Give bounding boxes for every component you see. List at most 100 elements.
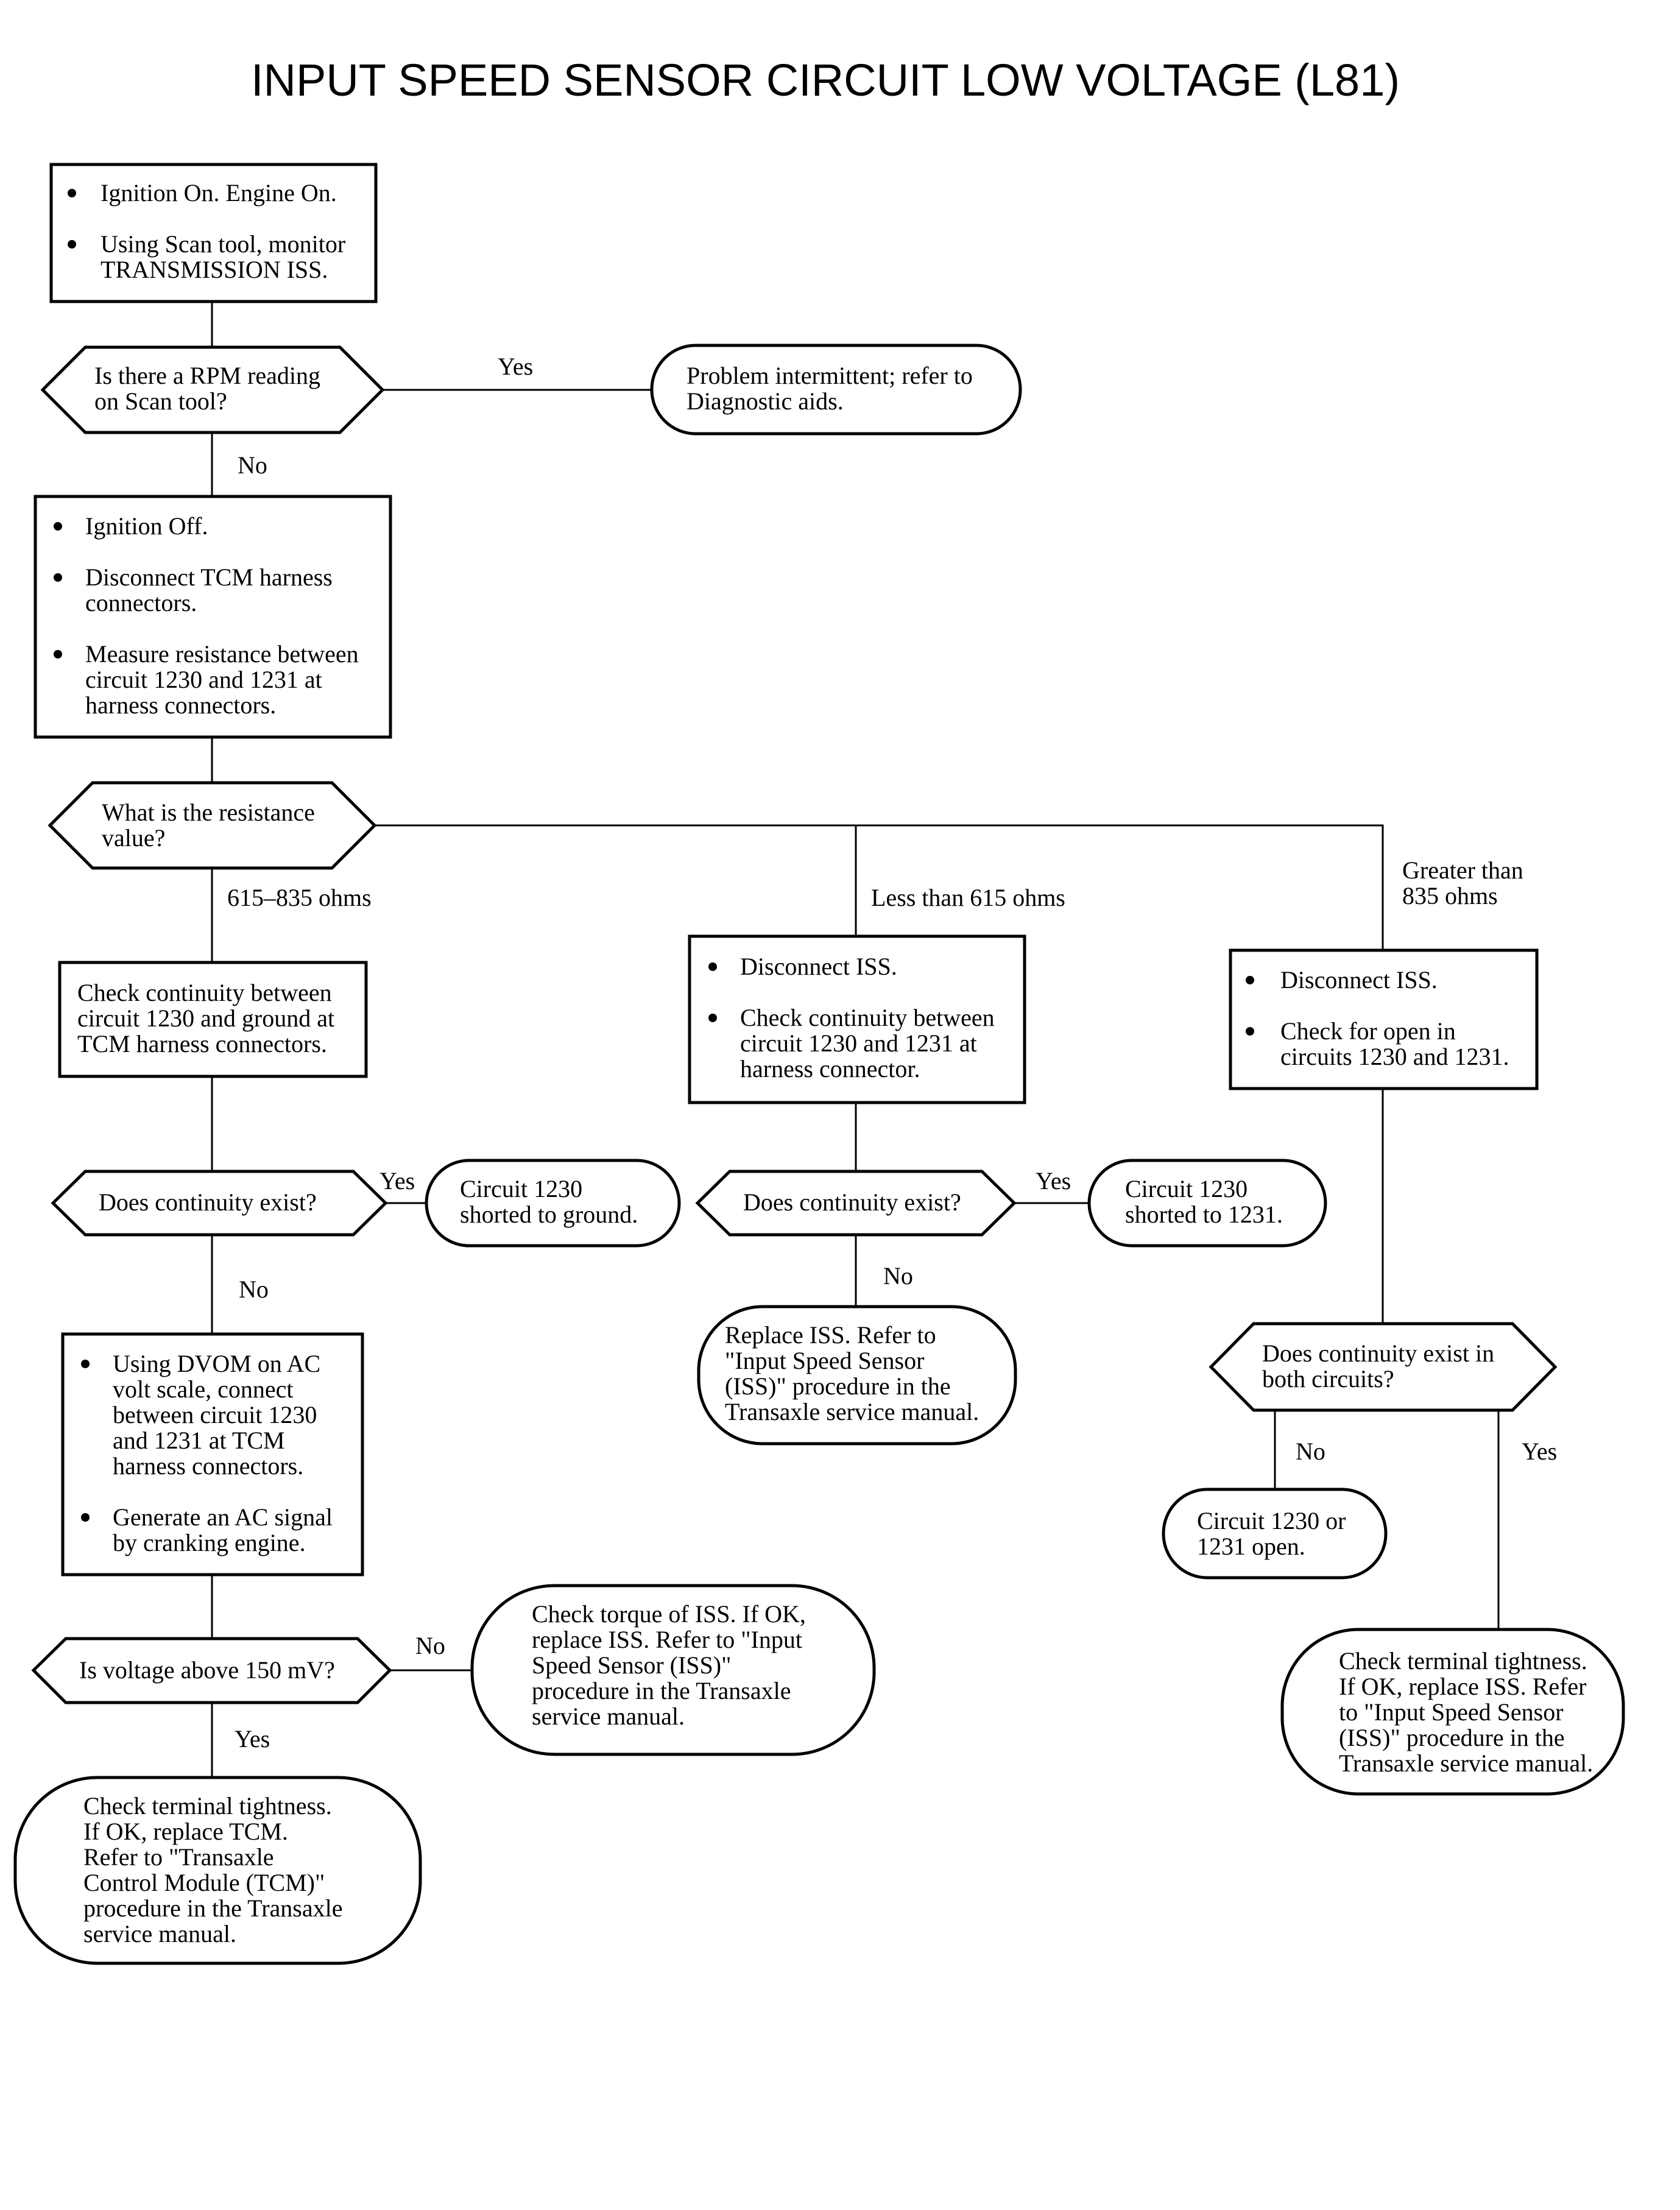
r-intermittent-box	[650, 344, 1022, 436]
r-tightness-right-text-0: Check terminal tightness.	[1339, 1647, 1587, 1675]
step-greater-bullet-0	[1246, 976, 1254, 984]
step-less-box	[688, 934, 1026, 1104]
q-cont-left-text-0: Does continuity exist?	[99, 1188, 317, 1216]
r-short-1231-box	[1087, 1159, 1327, 1248]
r-replace-iss-mid-text-0: Replace ISS. Refer to	[725, 1321, 936, 1349]
step2-bullet-1	[54, 573, 62, 582]
r-tightness-left-text-3: Control Module (TCM)"	[83, 1869, 325, 1896]
step-less-bullet-0	[708, 962, 717, 971]
r-torque-box	[470, 1584, 876, 1756]
step2-bullet-2	[54, 650, 62, 658]
step-greater-text-1-1: circuits 1230 and 1231.	[1280, 1043, 1509, 1070]
q-cont-mid-text-0: Does continuity exist?	[743, 1188, 961, 1216]
connector-resistance-branches	[375, 824, 1384, 950]
step-dvom-bullet-0	[81, 1360, 90, 1368]
step-less-text-1-1: circuit 1230 and 1231 at	[740, 1029, 977, 1057]
page-title: INPUT SPEED SENSOR CIRCUIT LOW VOLTAGE (…	[251, 55, 1400, 105]
r-short-ground-text-0: Circuit 1230	[460, 1175, 582, 1202]
step-dvom-text-0-3: and 1231 at TCM	[113, 1427, 285, 1454]
r-tightness-right-text-1: If OK, replace ISS. Refer	[1339, 1673, 1587, 1700]
r-replace-iss-mid-box	[697, 1305, 1017, 1446]
label-rpm-yes: Yes	[498, 353, 533, 380]
label-both-yes: Yes	[1522, 1438, 1557, 1465]
r-torque-text-0: Check torque of ISS. If OK,	[532, 1600, 806, 1628]
label-res-greater-line2: 835 ohms	[1402, 882, 1498, 909]
step-less-text-1-2: harness connector.	[740, 1055, 920, 1082]
step2-text-0-0: Ignition Off.	[85, 512, 208, 540]
step2-box	[34, 495, 392, 739]
r-intermittent-text-1: Diagnostic aids.	[686, 387, 844, 415]
r-tightness-right-text-4: Transaxle service manual.	[1339, 1749, 1593, 1777]
step2-text-1-1: connectors.	[85, 589, 197, 616]
r-open-text-1: 1231 open.	[1197, 1533, 1305, 1560]
step2-bullet-0	[54, 522, 62, 531]
step-less-bullet-1	[708, 1014, 717, 1022]
r-tightness-right-text-3: (ISS)" procedure in the	[1339, 1724, 1565, 1751]
q-rpm-text-0: Is there a RPM reading	[94, 362, 320, 389]
label-both-no: No	[1296, 1438, 1325, 1465]
step1-bullet-0	[68, 189, 76, 197]
q-resistance-diamond	[48, 781, 377, 870]
r-tightness-left-box	[13, 1776, 422, 1965]
r-torque-text-1: replace ISS. Refer to "Input	[532, 1626, 802, 1653]
label-volt-no: No	[415, 1632, 445, 1659]
r-replace-iss-mid-text-3: Transaxle service manual.	[725, 1398, 979, 1425]
r-torque-text-4: service manual.	[532, 1703, 685, 1730]
label-cont-mid-no: No	[883, 1262, 913, 1290]
step-cont-ground-box	[58, 961, 368, 1078]
step-greater-text-1-0: Check for open in	[1280, 1017, 1456, 1045]
label-cont-left-no: No	[239, 1276, 269, 1303]
r-short-1231-text-0: Circuit 1230	[1125, 1175, 1248, 1202]
q-rpm-diamond	[40, 345, 385, 434]
r-tightness-left-text-0: Check terminal tightness.	[83, 1792, 332, 1820]
q-resistance-text-0: What is the resistance	[102, 799, 315, 826]
step1-box	[49, 163, 378, 303]
r-torque-text-3: procedure in the Transaxle	[532, 1677, 791, 1704]
step1-text-0-0: Ignition On. Engine On.	[101, 179, 337, 207]
step2-text-2-2: harness connectors.	[85, 691, 276, 719]
q-voltage-diamond	[31, 1637, 392, 1704]
r-tightness-left-text-5: service manual.	[83, 1920, 236, 1947]
r-intermittent-text-0: Problem intermittent; refer to	[686, 362, 973, 389]
q-cont-both-text-0: Does continuity exist in	[1262, 1340, 1494, 1367]
label-rpm-no: No	[238, 451, 267, 479]
step-cont-ground-text-1: circuit 1230 and ground at	[77, 1004, 334, 1032]
q-rpm-text-1: on Scan tool?	[94, 387, 227, 415]
q-cont-both-text-1: both circuits?	[1262, 1365, 1394, 1393]
q-cont-mid-diamond	[695, 1170, 1017, 1237]
step-greater-box	[1229, 948, 1539, 1090]
step-less-text-0-0: Disconnect ISS.	[740, 953, 897, 980]
node-texts: Ignition On. Engine On. Using Scan tool, …	[54, 179, 1593, 1947]
step1-text-1-1: TRANSMISSION ISS.	[101, 256, 328, 283]
connector-lines	[211, 302, 1500, 1778]
step-cont-ground-text-0: Check continuity between	[77, 979, 332, 1006]
node-shapes	[13, 163, 1625, 1965]
r-open-box	[1162, 1488, 1388, 1580]
step-dvom-text-1-1: by cranking engine.	[113, 1529, 306, 1556]
r-short-ground-box	[425, 1159, 681, 1248]
step-less-text-1-0: Check continuity between	[740, 1004, 995, 1031]
step2-text-2-1: circuit 1230 and 1231 at	[85, 666, 322, 693]
q-voltage-text-0: Is voltage above 150 mV?	[79, 1656, 335, 1684]
step-dvom-text-0-0: Using DVOM on AC	[113, 1350, 320, 1377]
r-tightness-right-box	[1280, 1628, 1625, 1796]
q-cont-left-diamond	[51, 1170, 388, 1237]
r-replace-iss-mid-text-1: "Input Speed Sensor	[725, 1347, 924, 1374]
step-greater-text-0-0: Disconnect ISS.	[1280, 966, 1438, 994]
r-tightness-left-text-2: Refer to "Transaxle	[83, 1843, 274, 1871]
step-greater-bullet-1	[1246, 1027, 1254, 1036]
step-dvom-box	[61, 1332, 364, 1576]
step-dvom-bullet-1	[81, 1513, 90, 1522]
label-res-greater-line1: Greater than	[1402, 856, 1523, 884]
r-tightness-right-text-2: to "Input Speed Sensor	[1339, 1698, 1564, 1726]
step2-text-2-0: Measure resistance between	[85, 640, 359, 668]
r-short-1231-text-1: shorted to 1231.	[1125, 1201, 1283, 1228]
step1-text-1-0: Using Scan tool, monitor	[101, 230, 345, 258]
step1-bullet-1	[68, 240, 76, 249]
edge-labels: Yes No 615–835 ohms Less than 615 ohms G…	[227, 353, 1557, 1753]
r-replace-iss-mid-text-2: (ISS)" procedure in the	[725, 1372, 951, 1400]
r-short-ground-text-1: shorted to ground.	[460, 1201, 638, 1228]
step-dvom-text-0-4: harness connectors.	[113, 1452, 303, 1480]
r-torque-text-2: Speed Sensor (ISS)"	[532, 1651, 731, 1679]
